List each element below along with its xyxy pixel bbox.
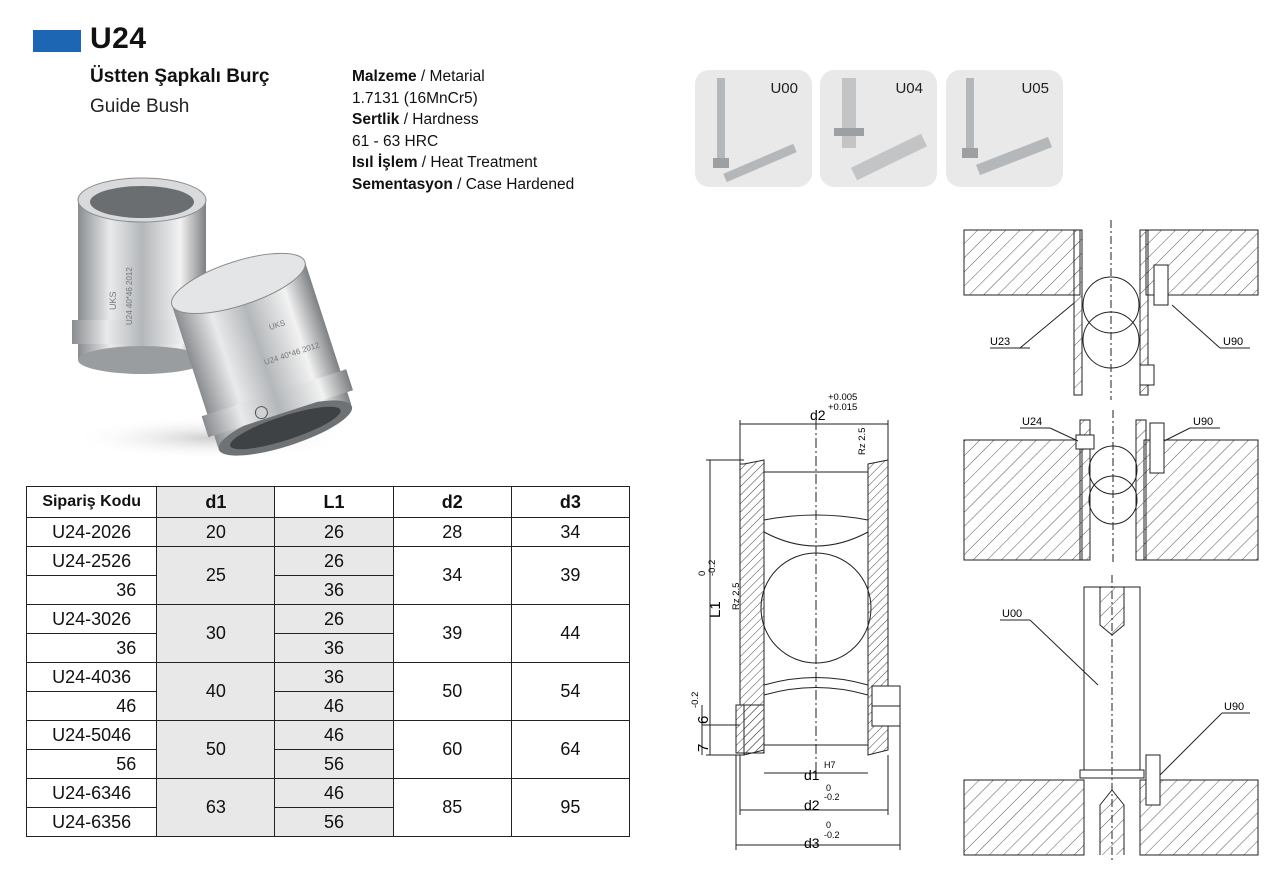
col-header: d3 bbox=[510, 486, 631, 518]
label-u90-c: U90 bbox=[1224, 701, 1244, 713]
dim-six: 6 bbox=[695, 716, 712, 724]
label-u23: U23 bbox=[990, 336, 1010, 348]
technical-drawing: d2 +0.005 +0.015 Rz 2.5 L1 0 -0.2 Rz 2.5… bbox=[690, 392, 901, 851]
thumbnail-label: U05 bbox=[1021, 80, 1049, 97]
brand-color-bar bbox=[33, 30, 81, 52]
dim-d2-bottom-tol-lo: -0.2 bbox=[824, 792, 840, 802]
assembly-drawings: U23 U90 U24 U90 U00 U90 bbox=[963, 220, 1259, 860]
table-row: U24-5046 50 46 60 64 bbox=[25, 720, 631, 779]
dim-six-tol: -0.2 bbox=[690, 692, 701, 708]
table-row: U24-6346 63 46 85 95 bbox=[25, 778, 631, 837]
hardness-line: Sertlik / Hardness bbox=[352, 111, 479, 128]
product-code: U24 bbox=[90, 22, 147, 55]
treatment-line: Isıl İşlem / Heat Treatment bbox=[352, 154, 538, 171]
engraving-text: U24 40*46 2012 bbox=[125, 267, 134, 325]
label-u24: U24 bbox=[1022, 416, 1042, 428]
table-header-row: Sipariş Kodu d1 L1 d2 d3 bbox=[25, 486, 631, 518]
thumbnail-u04[interactable]: U04 bbox=[820, 70, 937, 187]
col-header: d2 bbox=[392, 486, 512, 518]
dim-d3: d3 bbox=[804, 835, 820, 851]
table-row: U24-2526 25 26 34 39 bbox=[25, 546, 631, 605]
table-row: 36 36 bbox=[25, 633, 630, 663]
dim-d1: d1 bbox=[804, 767, 820, 783]
material-specs: Malzeme / Metarial 1.7131 (16MnCr5) Sert… bbox=[352, 66, 574, 195]
dim-l1-tol-hi: 0 bbox=[697, 571, 708, 576]
table-row: U24-3026 30 26 39 44 bbox=[25, 604, 631, 663]
dimension-table: Sipariş Kodu d1 L1 d2 d3 U24-2026 20 26 … bbox=[25, 486, 631, 837]
thumbnail-u05[interactable]: U05 bbox=[946, 70, 1063, 187]
dim-d2-bottom: d2 bbox=[804, 797, 820, 813]
dim-d2-top-tol-hi: +0.005 bbox=[828, 392, 857, 403]
col-header: L1 bbox=[274, 486, 394, 518]
table-row: U24-4036 40 36 50 54 bbox=[25, 662, 631, 721]
dim-l1: L1 bbox=[707, 601, 724, 618]
dim-d3-tol-lo: -0.2 bbox=[824, 830, 840, 840]
table-row: U24-6356 56 bbox=[25, 807, 630, 837]
product-photo: UKS U24 40*46 2012 UKS U24 40*46 2012 bbox=[70, 177, 353, 460]
dim-seven: 7 bbox=[695, 744, 712, 752]
col-header: d1 bbox=[156, 486, 276, 518]
hardness-value: 61 - 63 HRC bbox=[352, 132, 439, 150]
product-name-tr: Üstten Şapkalı Burç bbox=[90, 66, 270, 87]
label-u90-b: U90 bbox=[1193, 416, 1213, 428]
engraving-brand: UKS bbox=[108, 291, 118, 310]
thumbnail-label: U04 bbox=[895, 80, 923, 97]
dim-d2-bottom-tol-hi: 0 bbox=[826, 783, 831, 793]
label-u90-a: U90 bbox=[1223, 336, 1243, 348]
col-header: Sipariş Kodu bbox=[25, 486, 158, 518]
table-row: 36 36 bbox=[25, 575, 630, 605]
pin-u05-image bbox=[962, 78, 1052, 176]
dim-l1-tol-lo: -0.2 bbox=[707, 560, 718, 576]
pin-u04-image bbox=[834, 78, 928, 181]
rz-side: Rz 2.5 bbox=[731, 583, 742, 610]
table-row: U24-2026 20 26 28 34 bbox=[25, 517, 631, 547]
dim-d1-tol: H7 bbox=[824, 760, 836, 770]
rz-top: Rz 2.5 bbox=[857, 428, 868, 455]
material-value: 1.7131 (16MnCr5) bbox=[352, 89, 478, 107]
dim-d2-top-tol-lo: +0.015 bbox=[828, 402, 857, 413]
pin-u00-image bbox=[713, 78, 797, 183]
thumbnail-label: U00 bbox=[770, 80, 798, 97]
table-row: 56 56 bbox=[25, 749, 630, 779]
dim-d2-top: d2 bbox=[810, 407, 826, 423]
treatment-value: Sementasyon / Case Hardened bbox=[352, 175, 575, 193]
table-row: 46 46 bbox=[25, 691, 630, 721]
thumbnail-u00[interactable]: U00 bbox=[695, 70, 812, 187]
label-u00: U00 bbox=[1002, 608, 1022, 620]
product-name-en: Guide Bush bbox=[90, 96, 190, 117]
dim-d3-tol-hi: 0 bbox=[826, 820, 831, 830]
material-line: Malzeme / Metarial bbox=[352, 68, 485, 85]
